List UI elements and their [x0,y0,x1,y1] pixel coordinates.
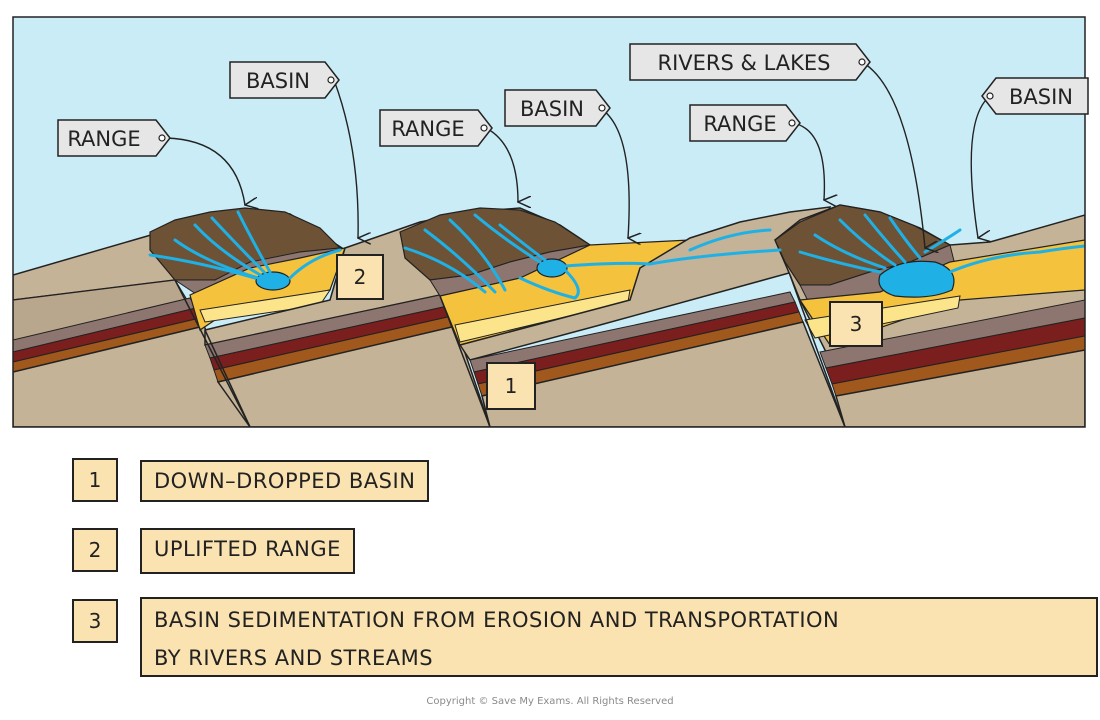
marker-2: 2 [336,254,384,300]
marker-3-text: 3 [850,312,863,336]
rivers-lakes-label: RIVERS & LAKES [658,51,831,75]
diagram-frame [12,16,1086,428]
fault-block-middle-left [204,207,592,427]
rivers-lakes-tag: RIVERS & LAKES [629,43,871,81]
marker-2-text: 2 [354,265,367,289]
range-tag-1: RANGE [57,119,171,157]
range-tag-3: RANGE [689,104,801,142]
range-label-2: RANGE [391,117,464,141]
basin-tag-3: BASIN [981,77,1089,115]
legend-text-3-line-1: BASIN SEDIMENTATION FROM EROSION AND TRA… [154,608,840,632]
range-label-3: RANGE [703,112,776,136]
copyright-notice: Copyright © Save My Exams. All Rights Re… [426,696,674,707]
label-arrows [165,61,990,248]
basin-label-3: BASIN [1009,85,1073,109]
lake-3 [878,260,955,298]
marker-1-text: 1 [505,374,518,398]
legend-number-1: 1 [72,458,118,502]
fault-block-middle-right [458,206,846,427]
legend-text-1: DOWN–DROPPED BASIN [140,460,430,502]
lake-1 [255,271,291,291]
legend-text-3: BASIN SEDIMENTATION FROM EROSION AND TRA… [140,597,1098,677]
legend-text-2: UPLIFTED RANGE [140,528,355,574]
basin-tag-2: BASIN [504,89,611,127]
marker-1: 1 [486,362,536,410]
lake-2 [536,258,568,278]
range-label-1: RANGE [67,127,140,151]
rivers [148,210,1085,300]
legend-number-3: 3 [72,599,118,643]
basin-label-2: BASIN [520,97,584,121]
legend-number-2: 2 [72,528,118,572]
basin-tag-1: BASIN [229,61,340,99]
legend-text-3-line-2: BY RIVERS AND STREAMS [154,646,434,670]
range-tag-2: RANGE [379,109,493,147]
basin-label-1: BASIN [246,69,310,93]
marker-3: 3 [829,301,883,347]
